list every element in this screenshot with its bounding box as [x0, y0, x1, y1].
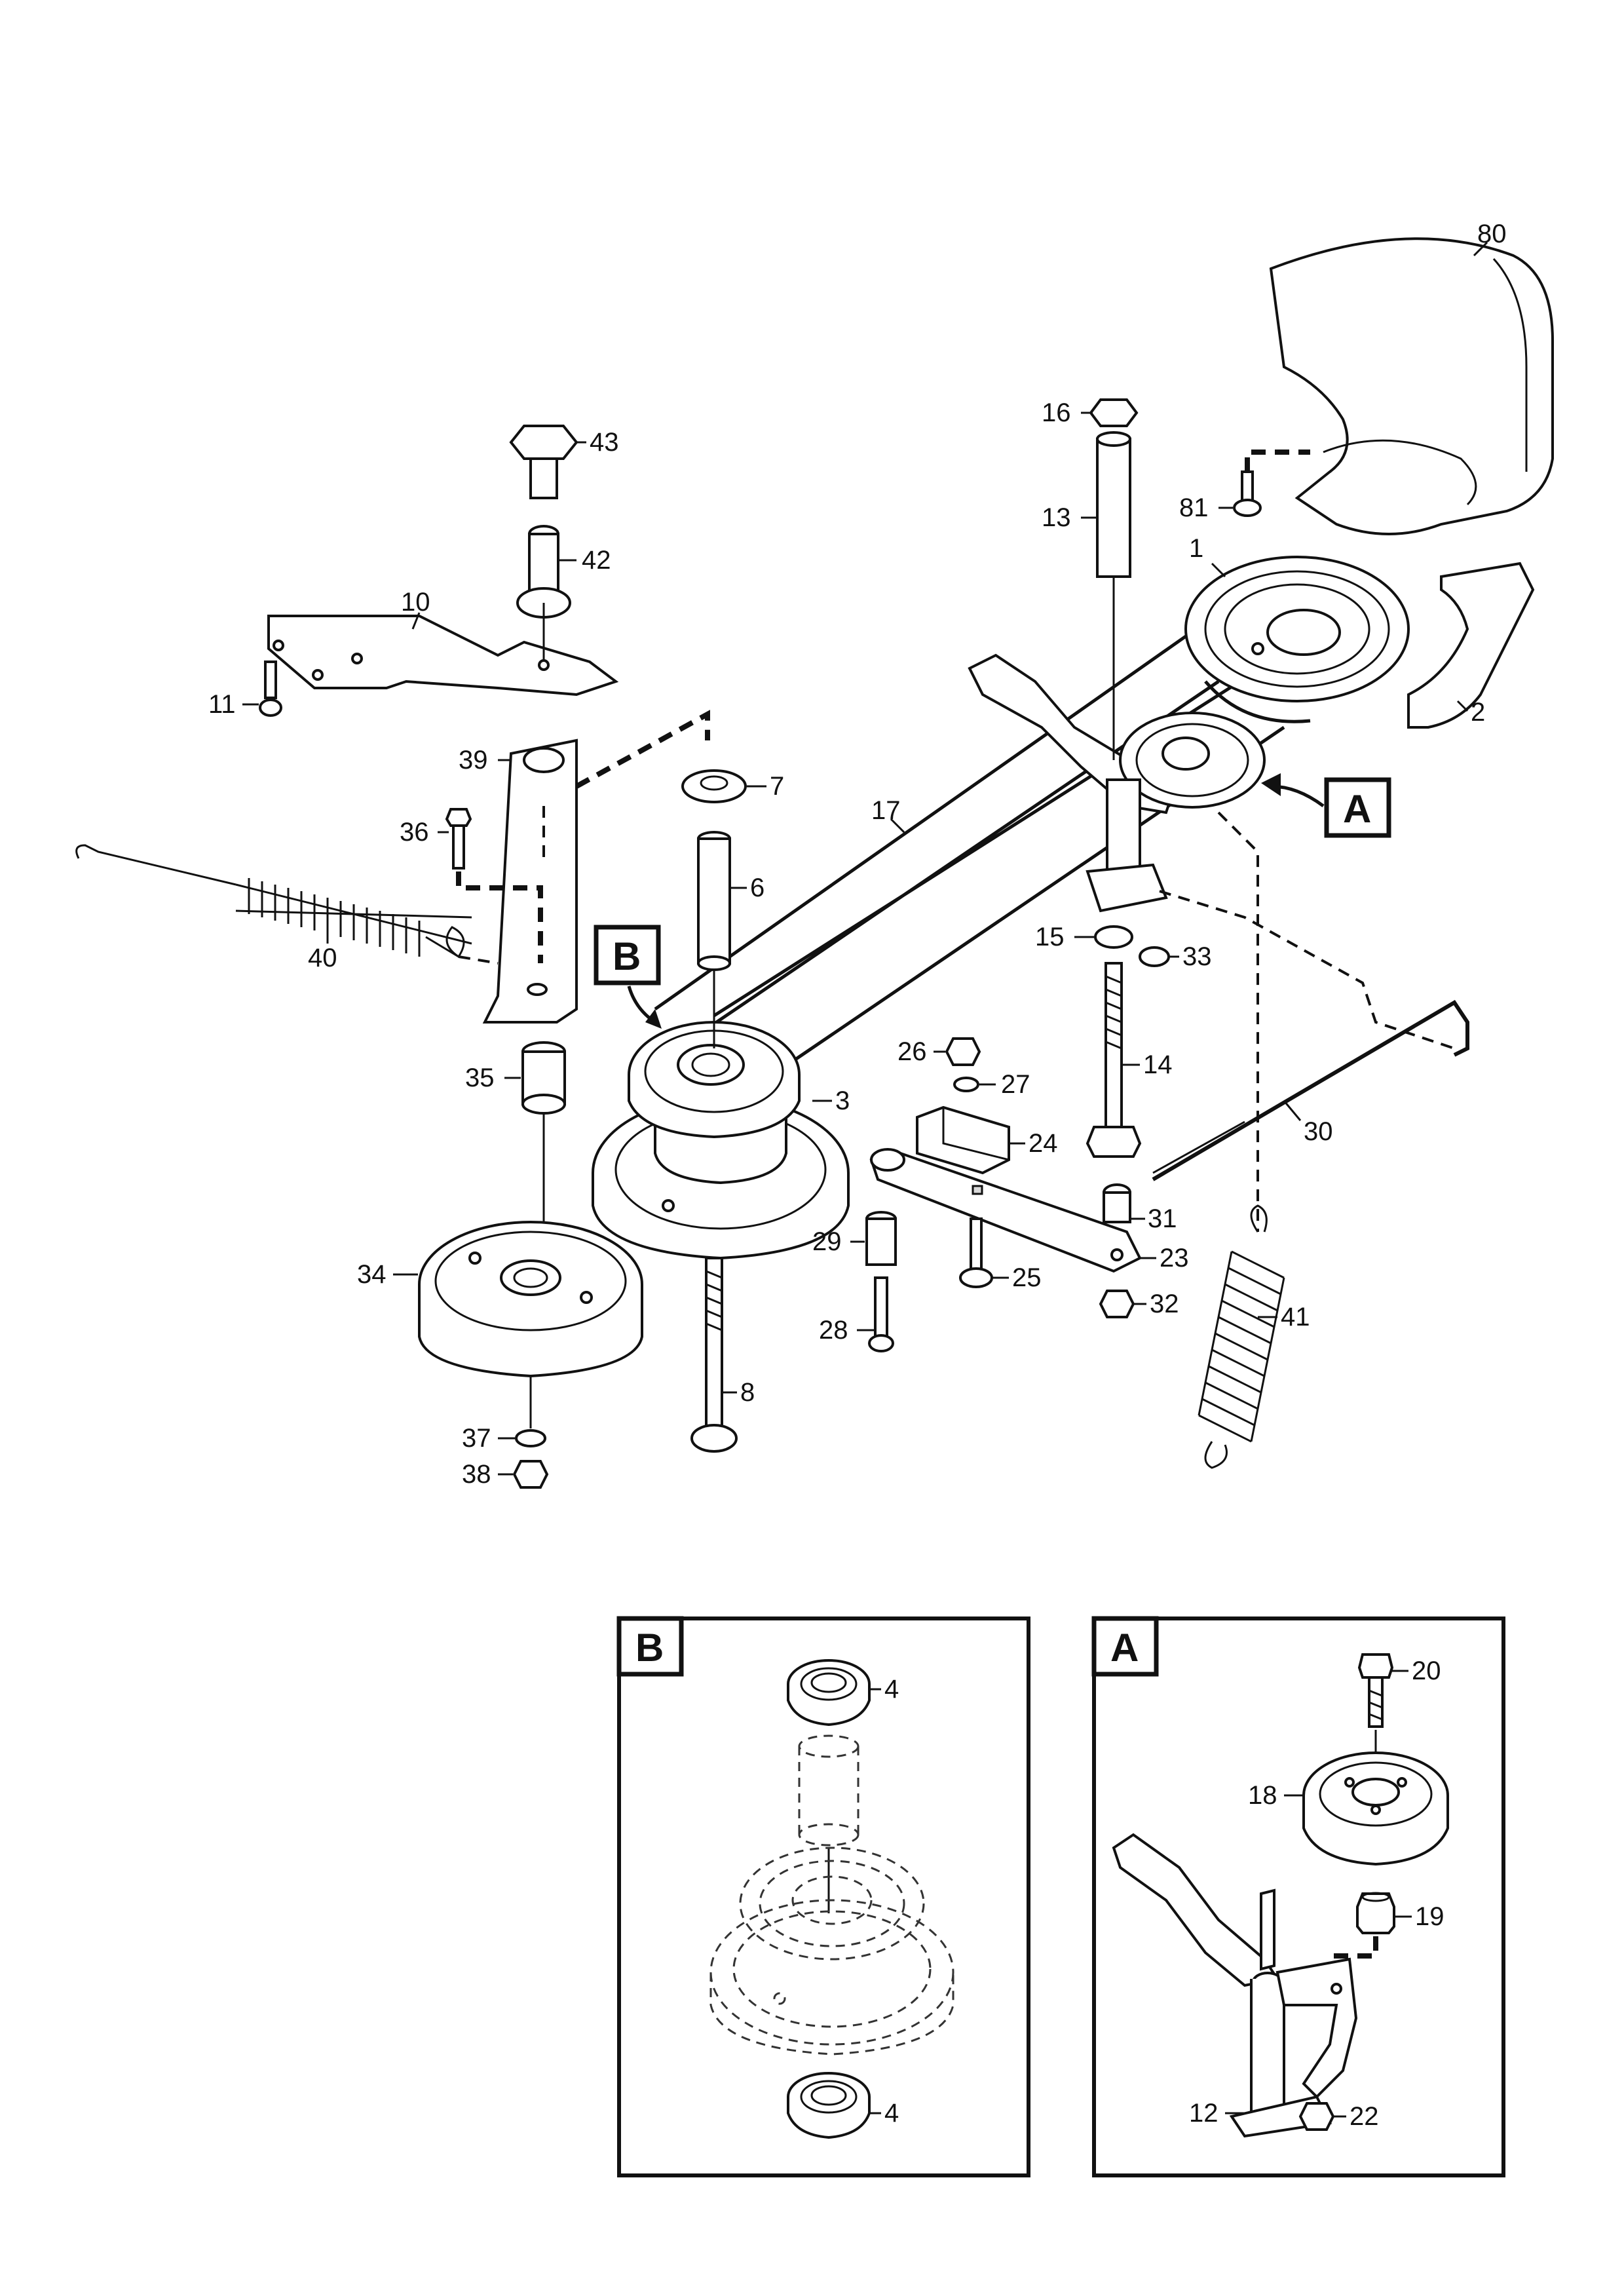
drive-pulley [1184, 556, 1410, 702]
bracket-24 [916, 1105, 1010, 1175]
inset-a-label-22: 22 [1350, 2102, 1379, 2131]
label-14: 14 [1143, 1050, 1173, 1079]
nut-33 [1139, 946, 1170, 967]
label-10: 10 [401, 588, 430, 617]
inset-b: B 4 4 [616, 1616, 1030, 2177]
idler-bolt [1086, 962, 1142, 1158]
nut-32 [1099, 1290, 1135, 1318]
label-26: 26 [897, 1037, 927, 1066]
label-16: 16 [1042, 398, 1071, 427]
callout-a: A [1261, 773, 1391, 838]
label-33: 33 [1182, 942, 1212, 971]
inset-a-label-20: 20 [1412, 1656, 1441, 1685]
label-30: 30 [1304, 1117, 1333, 1146]
label-23: 23 [1160, 1244, 1189, 1272]
washer-15 [1094, 925, 1133, 949]
inset-b-title: B [635, 1626, 664, 1670]
label-27: 27 [1001, 1070, 1030, 1099]
svg-text:A: A [1343, 787, 1371, 831]
flat-idler-pulley [418, 1221, 643, 1378]
nut-38 [512, 1460, 549, 1489]
spacer-29 [865, 1211, 897, 1266]
inset-b-label-4-bottom: 4 [884, 2099, 899, 2128]
label-24: 24 [1029, 1129, 1058, 1158]
label-8: 8 [740, 1378, 755, 1407]
inset-a-title: A [1110, 1626, 1139, 1670]
label-80: 80 [1477, 220, 1507, 248]
bushing-35 [521, 1041, 566, 1115]
nut-16 [1089, 398, 1139, 427]
label-3: 3 [835, 1086, 850, 1115]
label-15: 15 [1035, 923, 1065, 951]
label-17: 17 [871, 796, 901, 825]
tension-spring-40 [75, 844, 472, 959]
inset-a-label-12: 12 [1189, 2099, 1218, 2128]
bolt-28 [868, 1276, 894, 1352]
tension-arm [482, 738, 578, 1024]
label-6: 6 [750, 873, 765, 902]
tension-spring-41 [1198, 1204, 1285, 1469]
label-35: 35 [465, 1063, 495, 1092]
label-37: 37 [462, 1424, 491, 1453]
label-39: 39 [459, 746, 488, 775]
bolt-36 [445, 808, 472, 870]
bushing-19 [1356, 1892, 1395, 1934]
washer-27 [953, 1077, 979, 1092]
brake-lever [869, 1148, 1142, 1273]
belt-cover [1269, 237, 1554, 535]
label-36: 36 [400, 818, 429, 847]
washer-37 [515, 1429, 546, 1447]
label-1: 1 [1189, 534, 1203, 563]
washer-7 [681, 769, 747, 803]
label-41: 41 [1281, 1303, 1310, 1331]
spacer-tube-6 [697, 831, 731, 971]
label-81: 81 [1179, 493, 1209, 522]
label-34: 34 [357, 1260, 387, 1289]
nut-22 [1298, 2102, 1335, 2131]
label-40: 40 [308, 944, 337, 972]
inset-a: A 20 18 19 [1091, 1616, 1505, 2177]
callout-b: B [594, 925, 662, 1029]
inset-a-label-18: 18 [1248, 1781, 1277, 1810]
bearing-top [787, 1659, 871, 1727]
ghost-pulley [709, 1846, 954, 2056]
swivel-31 [1103, 1183, 1131, 1223]
label-32: 32 [1150, 1290, 1179, 1318]
label-38: 38 [462, 1460, 491, 1489]
label-29: 29 [812, 1227, 842, 1256]
idler-spacer-tube [1096, 431, 1131, 578]
label-42: 42 [582, 546, 611, 575]
label-28: 28 [819, 1316, 848, 1345]
pulley-bolt [690, 1257, 738, 1453]
label-43: 43 [590, 428, 619, 457]
label-13: 13 [1042, 503, 1071, 532]
ghost-spacer [798, 1734, 859, 1846]
inset-a-label-19: 19 [1415, 1902, 1445, 1931]
control-rod [1152, 999, 1469, 1181]
label-25: 25 [1012, 1263, 1042, 1292]
bolt-81 [1233, 470, 1262, 517]
threaded-bushing [509, 425, 578, 499]
screw-11 [259, 660, 282, 717]
idler-arm-assembly [968, 653, 1266, 913]
label-11: 11 [208, 690, 236, 719]
mounting-bracket [267, 615, 619, 697]
label-7: 7 [770, 772, 784, 801]
bolt-25 [959, 1217, 993, 1288]
bearing-bottom [787, 2072, 871, 2139]
double-pulley [592, 1021, 850, 1260]
rod-route [1159, 890, 1455, 1050]
svg-text:B: B [613, 934, 641, 978]
part-labels: 80 16 43 13 81 1 42 10 2 11 39 7 17 36 6… [208, 220, 1507, 1489]
belt-guide-bracket [1407, 562, 1535, 729]
inset-b-label-4-top: 4 [884, 1675, 899, 1704]
label-2: 2 [1471, 698, 1485, 727]
label-31: 31 [1148, 1204, 1177, 1233]
bolt-20 [1357, 1653, 1394, 1728]
pulley-18 [1302, 1751, 1449, 1866]
nut-26 [945, 1037, 981, 1066]
